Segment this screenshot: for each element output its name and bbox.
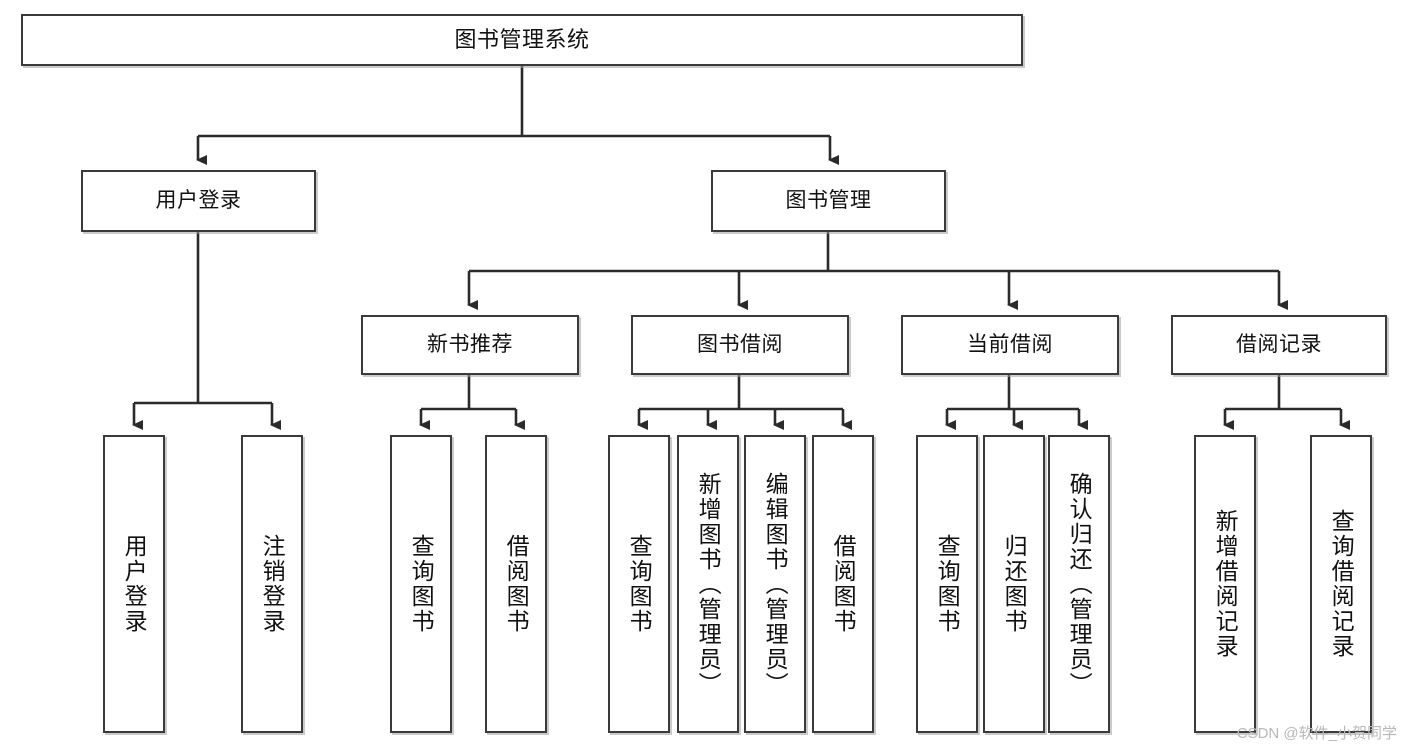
leaf-text-wrap: 新增图书（管理员）: [679, 437, 737, 731]
node-leaf-add-book-label: 新增图书（管理员）: [695, 471, 722, 697]
watermark-label: CSDN @软件_小贺同学: [1236, 725, 1397, 742]
node-leaf-query-record[interactable]: 查询借阅记录: [1310, 435, 1372, 733]
node-leaf-user-login-label: 用户登录: [121, 534, 148, 634]
leaf-text-wrap: 新增借阅记录: [1196, 437, 1254, 731]
node-leaf-query-book-1-label: 查询图书: [408, 534, 435, 634]
node-leaf-query-book-3-label: 查询图书: [934, 534, 961, 634]
node-leaf-query-book-1[interactable]: 查询图书: [390, 435, 452, 733]
node-leaf-return-book[interactable]: 归还图书: [983, 435, 1045, 733]
node-leaf-borrow-book-2[interactable]: 借阅图书: [812, 435, 874, 733]
node-new-book-recommend[interactable]: 新书推荐: [361, 315, 579, 375]
node-current-borrow-label: 当前借阅: [967, 332, 1053, 356]
node-new-book-recommend-label: 新书推荐: [427, 332, 513, 356]
leaf-text-wrap: 归还图书: [985, 437, 1043, 731]
leaf-text-wrap: 查询图书: [610, 437, 668, 731]
node-leaf-confirm-return-label: 确认归还（管理员）: [1066, 471, 1093, 697]
node-root[interactable]: 图书管理系统: [21, 14, 1023, 66]
leaf-text-wrap: 编辑图书（管理员）: [746, 437, 804, 731]
node-leaf-add-record[interactable]: 新增借阅记录: [1194, 435, 1256, 733]
leaf-text-wrap: 查询图书: [392, 437, 450, 731]
node-leaf-add-record-label: 新增借阅记录: [1212, 509, 1239, 659]
node-current-borrow[interactable]: 当前借阅: [901, 315, 1119, 375]
node-leaf-query-book-2-label: 查询图书: [626, 534, 653, 634]
node-leaf-user-logout[interactable]: 注销登录: [241, 435, 303, 733]
leaf-text-wrap: 确认归还（管理员）: [1050, 437, 1108, 731]
node-book-borrow[interactable]: 图书借阅: [631, 315, 849, 375]
node-leaf-query-record-label: 查询借阅记录: [1328, 509, 1355, 659]
node-book-manage[interactable]: 图书管理: [711, 170, 946, 232]
node-leaf-user-logout-label: 注销登录: [259, 534, 286, 634]
node-leaf-borrow-book-1[interactable]: 借阅图书: [485, 435, 547, 733]
node-leaf-confirm-return[interactable]: 确认归还（管理员）: [1048, 435, 1110, 733]
node-book-borrow-label: 图书借阅: [697, 332, 783, 356]
node-leaf-return-book-label: 归还图书: [1001, 534, 1028, 634]
leaf-text-wrap: 用户登录: [105, 437, 163, 731]
node-borrow-record-label: 借阅记录: [1236, 332, 1322, 356]
node-leaf-borrow-book-2-label: 借阅图书: [830, 534, 857, 634]
node-leaf-edit-book-label: 编辑图书（管理员）: [762, 471, 789, 697]
node-user-login-label: 用户登录: [155, 188, 242, 212]
node-leaf-query-book-3[interactable]: 查询图书: [916, 435, 978, 733]
leaf-text-wrap: 查询图书: [918, 437, 976, 731]
node-leaf-user-login[interactable]: 用户登录: [103, 435, 165, 733]
node-book-manage-label: 图书管理: [785, 188, 872, 212]
node-borrow-record[interactable]: 借阅记录: [1171, 315, 1387, 375]
node-leaf-query-book-2[interactable]: 查询图书: [608, 435, 670, 733]
leaf-text-wrap: 借阅图书: [814, 437, 872, 731]
node-root-label: 图书管理系统: [454, 27, 590, 53]
leaf-text-wrap: 借阅图书: [487, 437, 545, 731]
node-leaf-borrow-book-1-label: 借阅图书: [503, 534, 530, 634]
node-leaf-add-book[interactable]: 新增图书（管理员）: [677, 435, 739, 733]
node-leaf-edit-book[interactable]: 编辑图书（管理员）: [744, 435, 806, 733]
node-user-login[interactable]: 用户登录: [81, 170, 316, 232]
leaf-text-wrap: 查询借阅记录: [1312, 437, 1370, 731]
leaf-text-wrap: 注销登录: [243, 437, 301, 731]
